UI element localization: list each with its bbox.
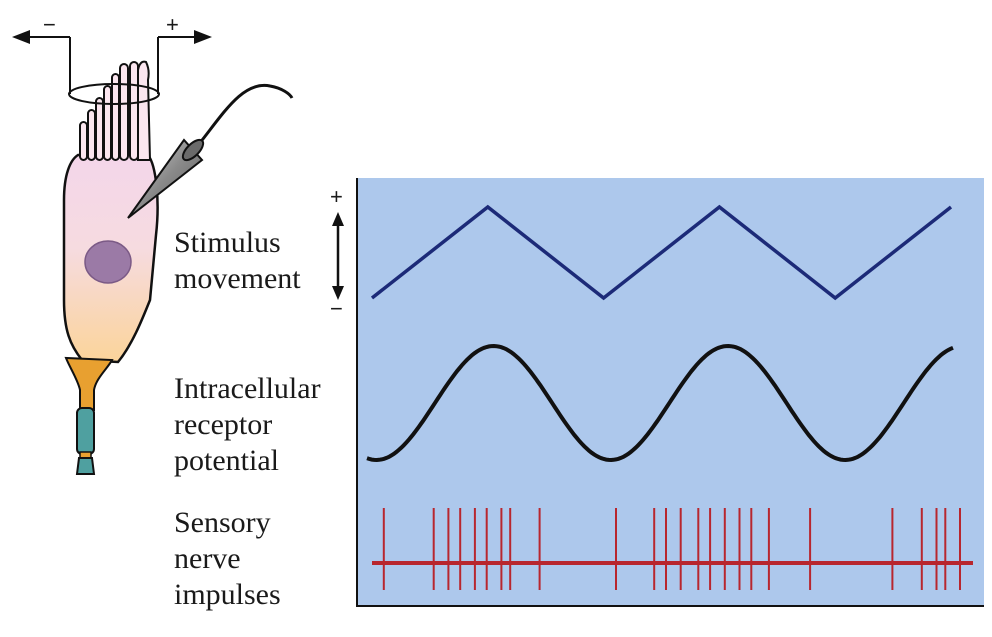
scale-arrow-down	[332, 286, 344, 300]
stereocilia-bundle	[79, 60, 152, 161]
bundle-ring	[68, 83, 160, 105]
electrode-wire	[188, 83, 294, 156]
scale-arrow-up	[332, 212, 344, 226]
label-impulses-line1: Sensory	[174, 506, 271, 539]
label-stimulus-line2: movement	[174, 262, 301, 295]
nerve-fiber-end	[75, 457, 96, 475]
stimulus-amplitude-scale: + −	[330, 184, 344, 321]
label-impulses-line3: impulses	[174, 578, 281, 611]
row-labels: Stimulus movement Intracellular receptor…	[174, 226, 321, 611]
panel-background	[357, 178, 984, 606]
label-receptor-line2: receptor	[174, 408, 272, 441]
hair-cell-illustration: − +	[12, 12, 294, 475]
receptor-potential-trace	[366, 343, 954, 463]
afferent-synapse	[64, 356, 114, 411]
nerve-fiber-segment	[76, 407, 95, 455]
plus-direction-sign: +	[166, 12, 179, 37]
minus-arrow-head	[12, 30, 30, 44]
plus-arrow-head	[194, 30, 212, 44]
stimulus-movement-trace	[370, 204, 953, 301]
label-impulses-line2: nerve	[174, 542, 241, 575]
recording-panel	[356, 178, 984, 607]
scale-plus-sign: +	[330, 184, 343, 209]
microelectrode-end	[181, 138, 205, 162]
cell-nucleus	[84, 240, 132, 284]
minus-direction-sign: −	[43, 12, 56, 37]
displacement-arrows: − +	[12, 12, 212, 94]
label-receptor-line1: Intracellular	[174, 372, 321, 405]
label-receptor-line3: potential	[174, 444, 279, 477]
label-stimulus-line1: Stimulus	[174, 226, 281, 259]
scale-minus-sign: −	[330, 296, 343, 321]
impulse-train	[372, 508, 973, 590]
